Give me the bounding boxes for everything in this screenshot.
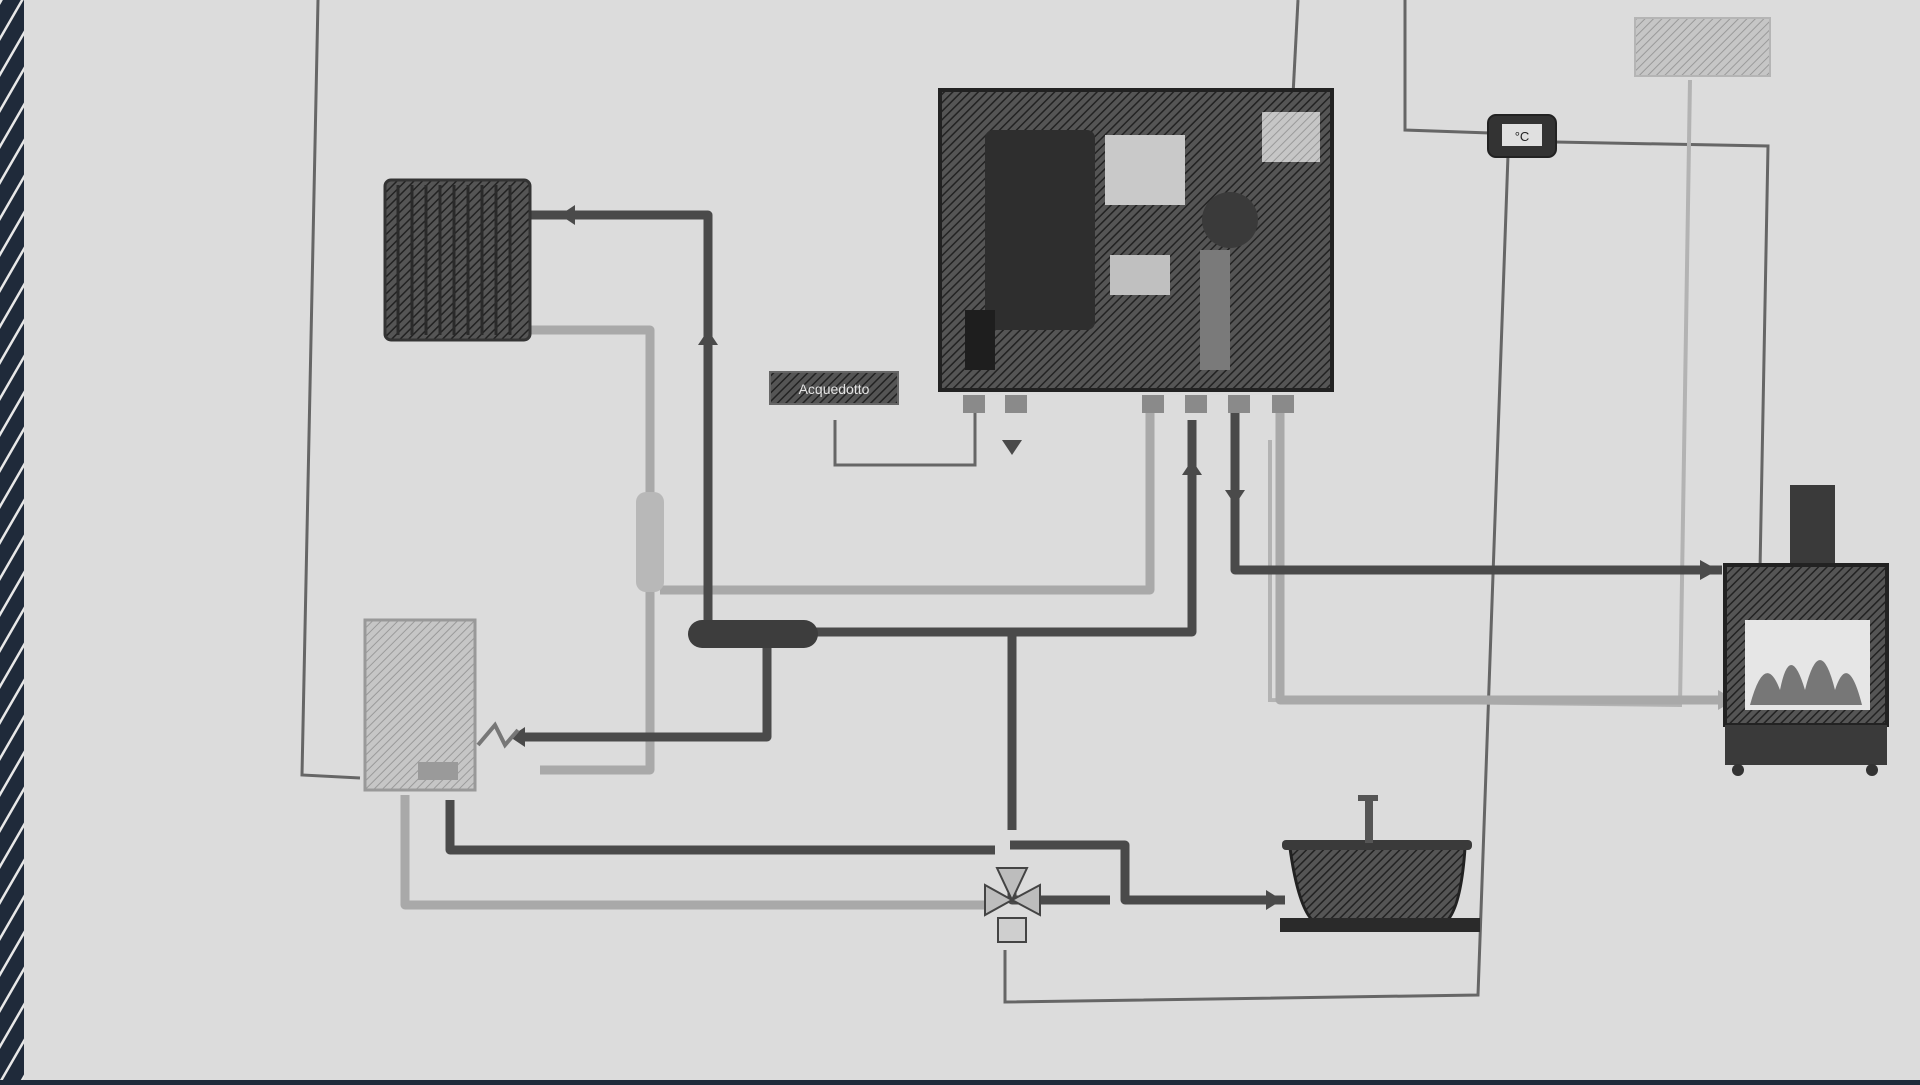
thermostat-icon: °C <box>1488 115 1556 157</box>
hydraulic-separator <box>688 620 818 648</box>
water-supply-label: Acquedotto <box>799 381 870 397</box>
expansion-vessel <box>636 492 664 592</box>
water-supply-icon: Acquedotto <box>770 372 898 404</box>
thermostat-label: °C <box>1515 129 1530 144</box>
radiator-icon <box>385 180 530 340</box>
heat-module-icon <box>940 90 1332 390</box>
panel-icon <box>1635 18 1770 76</box>
